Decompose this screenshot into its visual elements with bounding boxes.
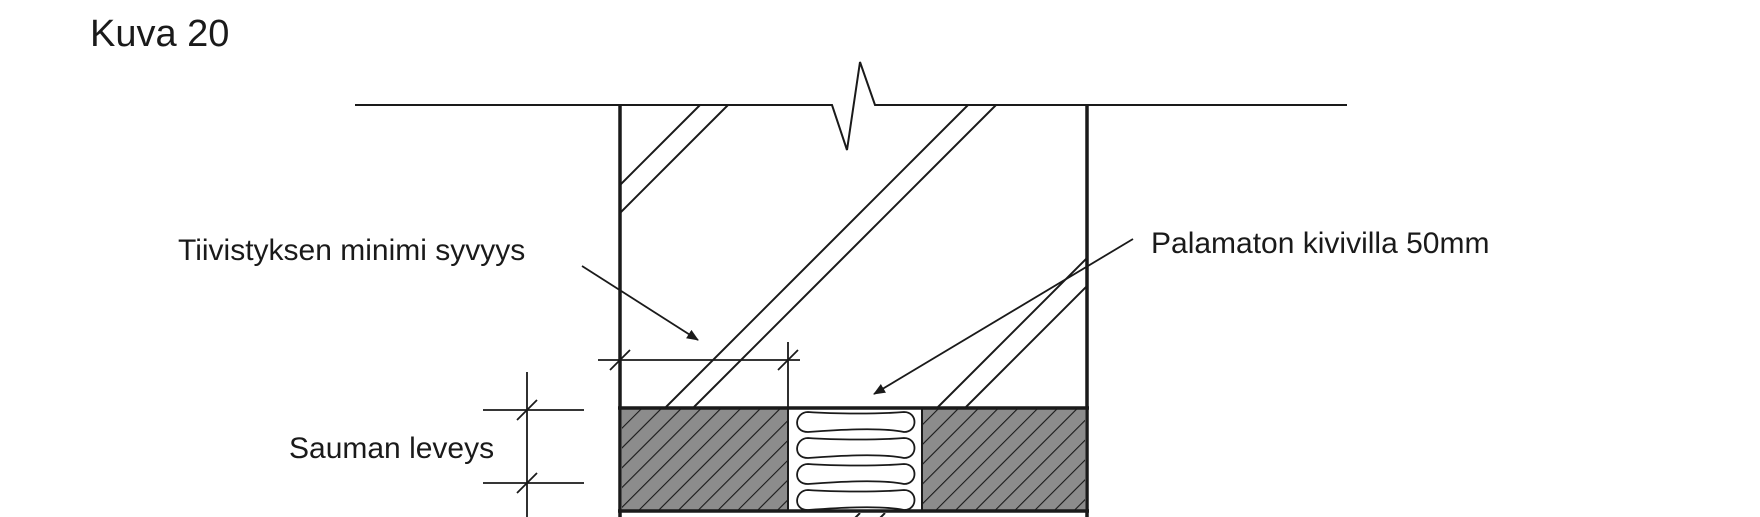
seal-depth-label: Tiivistyksen minimi syvyys [178,234,525,267]
surface-line-with-break-symbol [355,61,1347,151]
insulation-label: Palamaton kivivilla 50mm [1151,227,1489,260]
joint-width-label: Sauman leveys [289,432,494,465]
lower-concrete-hatch [854,513,886,517]
upper-structure [618,105,1089,408]
figure-title: Kuva 20 [90,13,229,55]
seal-depth-dimension [598,342,800,408]
mineral-wool-insulation [796,411,916,511]
sealant-left [622,408,788,511]
joint-section [618,406,1089,517]
concrete-hatch [620,105,1087,407]
seal-depth-leader [581,265,699,341]
joint-width-dimension [483,372,584,517]
sealant-right [922,408,1085,511]
insulation-leader [873,238,1134,395]
